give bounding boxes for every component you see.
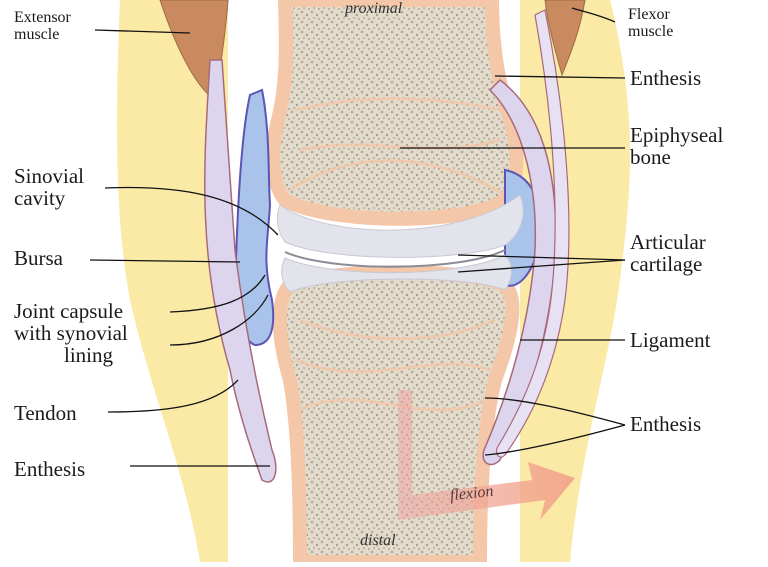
joint-line: [284, 249, 506, 268]
flexor-muscle: [544, 0, 586, 77]
joint-capsule-left: [234, 88, 275, 347]
distal-bone: [272, 265, 520, 567]
label-tendon: Tendon: [14, 401, 77, 425]
leader-lines: [89, 7, 626, 467]
label-proximal: proximal: [345, 0, 403, 17]
label-ligament: Ligament: [630, 328, 711, 352]
soft-tissue-right: [520, 0, 630, 562]
proximal-bone: [266, 0, 524, 226]
cartilage-lower: [281, 254, 512, 293]
label-enthesis-left: Enthesis: [14, 457, 86, 481]
label-enthesis-right: Enthesis: [630, 412, 702, 436]
trabecular-lines: [289, 97, 506, 412]
cartilage-upper: [276, 194, 524, 258]
soft-tissue-left: [117, 0, 228, 562]
flexion-arrow: [398, 390, 575, 520]
label-joint-capsule: Joint capsule with synovial lining: [14, 299, 128, 368]
tendon-right: [495, 9, 570, 458]
tendon-left: [204, 59, 277, 483]
label-distal: distal: [360, 532, 396, 549]
label-bursa: Bursa: [14, 246, 63, 270]
label-enthesis-top: Enthesis: [630, 66, 702, 90]
